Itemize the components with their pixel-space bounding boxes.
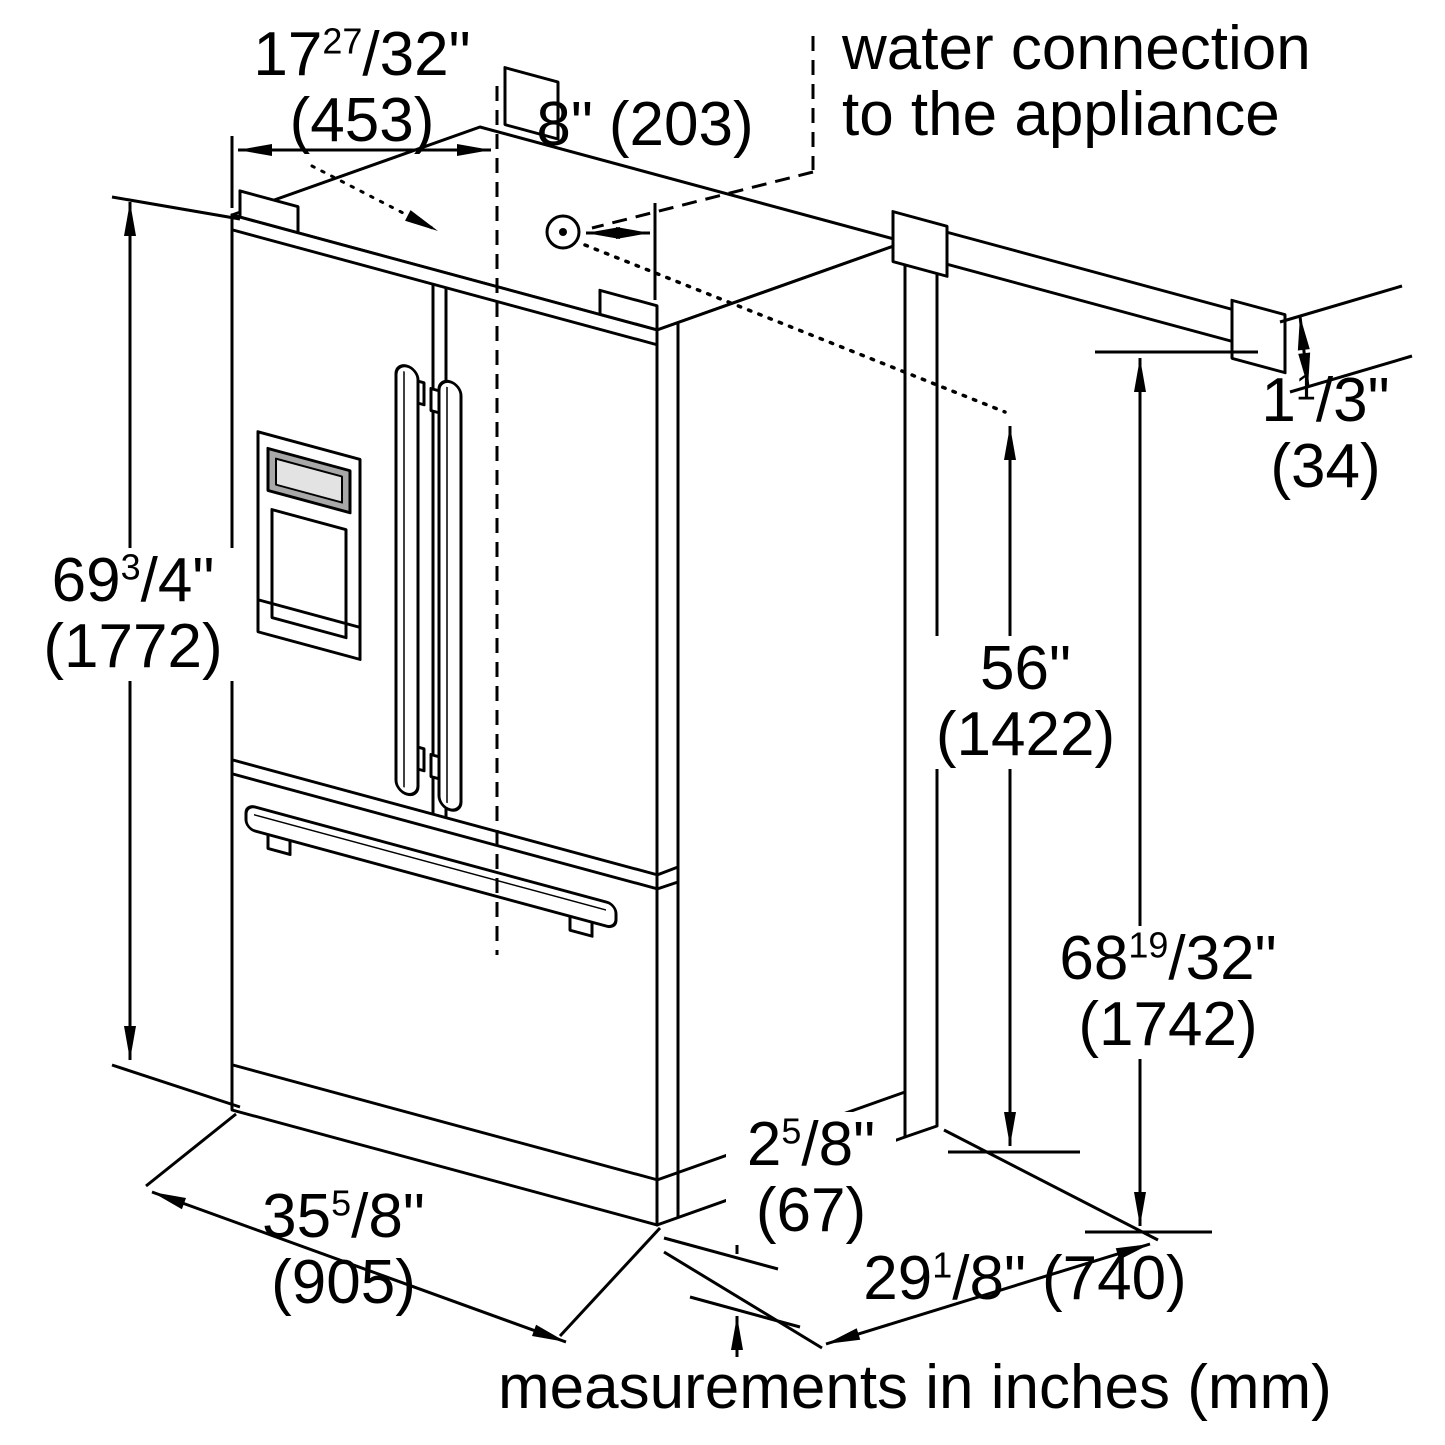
water-connection-label: water connection to the appliance — [842, 14, 1311, 150]
dim-total-height-value: 693/4" — [51, 546, 215, 615]
water-connection-line2: to the appliance — [842, 80, 1280, 150]
dim-door-depth-value: 1727/32" — [253, 20, 471, 89]
dim-width-value: 355/8" — [262, 1182, 425, 1251]
handle-bar — [437, 379, 463, 812]
side-face-drawer-split — [656, 865, 679, 891]
dim-opening-height: 56" (1422) — [928, 634, 1123, 770]
fridge-side-face — [655, 240, 907, 1227]
enclosure-top-rail — [945, 230, 1287, 375]
dim-top-clearance-mm: (34) — [1270, 432, 1381, 502]
door-depth-leader-dotted — [310, 164, 440, 233]
dim-line-top-clearance — [1279, 284, 1413, 394]
hinge-cap — [598, 288, 659, 332]
kickplate-line — [232, 1063, 657, 1182]
dimension-lines — [111, 136, 1413, 1357]
dim-enclosure-height: 6819/32" (1742) — [1018, 924, 1318, 1060]
dim-enclosure-height-mm: (1742) — [1078, 990, 1258, 1060]
dim-top-clearance-value: 11/3" — [1261, 366, 1390, 435]
right-door-handle — [429, 379, 463, 812]
fridge-front-face — [230, 66, 1287, 1227]
top-hinge-caps — [238, 66, 949, 332]
dim-opening-height-value: 56" — [980, 634, 1071, 703]
dim-top-clearance: 11/3" (34) — [1243, 366, 1408, 502]
water-label-leader-dashed — [591, 36, 815, 230]
dim-depth: 291/8"(740) — [810, 1244, 1240, 1313]
dim-base-clearance-mm: (67) — [755, 1176, 867, 1246]
handle-bar — [244, 805, 618, 929]
dim-door-depth: 1727/32" (453) — [222, 20, 502, 156]
dim-width: 355/8" (905) — [246, 1182, 441, 1318]
dim-line-door-depth — [230, 136, 491, 208]
hinge-cap — [238, 189, 300, 235]
handle-highlight — [254, 813, 606, 911]
dim-base-clearance-value: 25/8" — [746, 1110, 876, 1179]
handle-bar — [394, 364, 420, 797]
dim-depth-mm: (740) — [1041, 1244, 1187, 1313]
dim-depth-value: 291/8"(740) — [863, 1244, 1187, 1313]
dim-line-depth — [663, 1128, 1159, 1350]
dim-line-water-offset — [586, 203, 657, 300]
dim-enclosure-height-value: 6819/32" — [1059, 924, 1277, 993]
water-connection-dot — [559, 228, 567, 236]
dim-opening-height-mm: (1422) — [935, 700, 1116, 770]
dispenser-recess — [270, 508, 348, 640]
freezer-drawer-handle — [244, 805, 618, 938]
dim-total-height: 693/4" (1772) — [28, 546, 238, 682]
water-connection-line1: water connection — [842, 14, 1311, 83]
dim-width-mm: (905) — [271, 1248, 416, 1318]
dim-base-clearance: 25/8" (67) — [726, 1110, 896, 1246]
top-rail-end-block — [1230, 298, 1287, 375]
water-connection-point — [545, 214, 581, 250]
dim-water-offset-mm: (203) — [608, 90, 754, 159]
dispenser-display-screen — [275, 457, 343, 504]
dispenser-tray-line — [258, 598, 360, 629]
dim-total-height-mm: (1772) — [43, 612, 223, 682]
dim-door-depth-mm: (453) — [289, 86, 435, 156]
dim-line-enclosure-height — [1085, 350, 1258, 1234]
top-rail — [945, 230, 1282, 356]
dim-water-offset-value: 8"(203) — [536, 90, 754, 159]
dim-line-opening-height — [948, 426, 1080, 1154]
dim-water-offset: 8"(203) — [505, 90, 785, 159]
dim-line-width — [145, 1112, 662, 1344]
left-door-handle — [394, 364, 426, 797]
dim-line-base-clearance — [663, 1220, 801, 1357]
fridge-cabinet-faces — [230, 125, 939, 1227]
footer-note: measurements in inches (mm) — [498, 1353, 1332, 1422]
water-ice-dispenser — [256, 430, 362, 661]
hinge-cap — [503, 66, 560, 141]
